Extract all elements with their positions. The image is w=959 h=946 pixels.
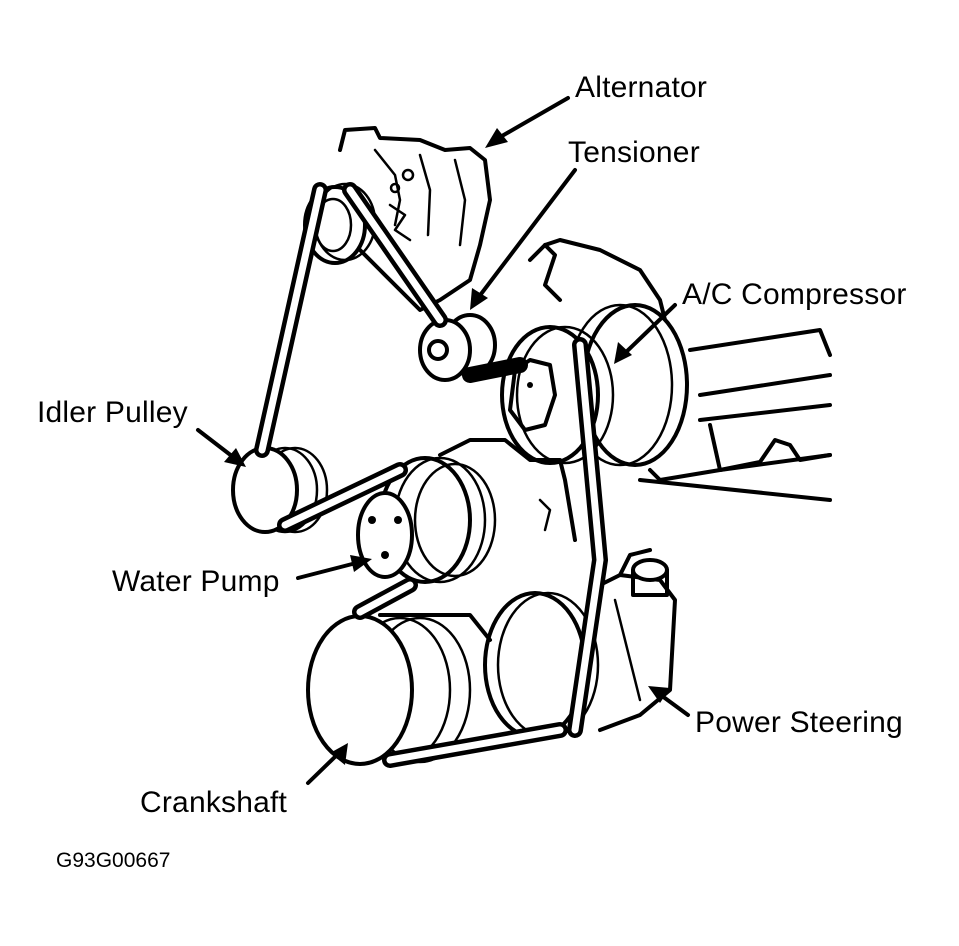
- power-steering-arrow: [648, 686, 690, 717]
- tensioner-label: Tensioner: [568, 136, 700, 169]
- figure-code: G93G00667: [56, 849, 171, 872]
- water-pump-label: Water Pump: [112, 565, 280, 598]
- ac-compressor-arrow: [614, 303, 677, 364]
- leader-arrows: [196, 96, 690, 785]
- idler-pulley-label: Idler Pulley: [37, 396, 188, 429]
- engine-block: [638, 328, 832, 502]
- crankshaft-label: Crankshaft: [140, 786, 288, 819]
- idler-pulley: [231, 446, 329, 534]
- alternator-body: [338, 126, 492, 312]
- serpentine-belt: [254, 182, 608, 768]
- water-pump-housing: [356, 438, 577, 584]
- power-steering-label: Power Steering: [695, 706, 903, 739]
- water-pump-arrow: [296, 555, 372, 580]
- alternator-label: Alternator: [575, 71, 708, 104]
- idler-pulley-arrow: [196, 428, 246, 467]
- ac-compressor-label: A/C Compressor: [682, 278, 907, 311]
- alternator-arrow: [485, 96, 570, 148]
- crankshaft-arrow: [306, 743, 348, 785]
- tensioner-arrow: [470, 168, 577, 310]
